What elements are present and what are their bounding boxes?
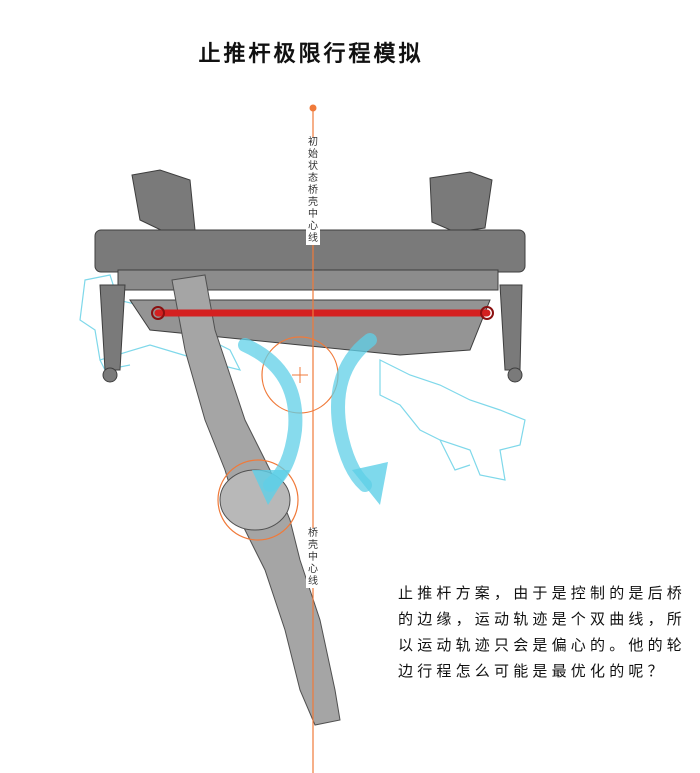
thrust-rod [151, 306, 494, 320]
axle-centerline-label: 桥壳中心线 [306, 528, 320, 588]
centerline-top-dot [309, 104, 317, 112]
initial-centerline-label: 初始状态桥壳中心线 [306, 137, 320, 245]
arrow-heads [252, 462, 388, 505]
page-title: 止推杆极限行程模拟 [198, 42, 424, 67]
description-text: 止推杆方案，由于是控制的是后桥的边缘，运动轨迹是个双曲线，所以运动轨迹只会是偏心… [398, 584, 687, 680]
displaced-axle-circle [217, 459, 299, 541]
